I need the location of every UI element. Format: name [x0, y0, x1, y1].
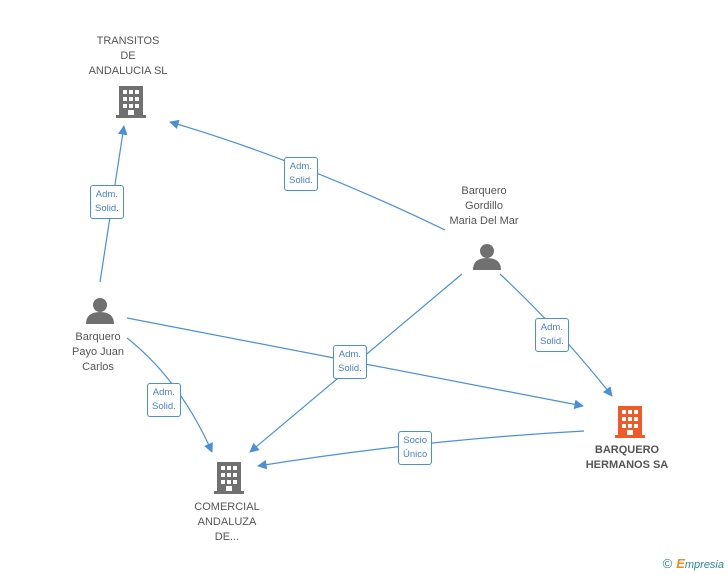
edge-label-line: Adm.	[95, 189, 118, 200]
node-label-barquero-hermanos[interactable]: BARQUERO HERMANOS SA	[577, 443, 677, 473]
node-label-line: Carlos	[82, 361, 114, 373]
node-label-line: Gordillo	[465, 200, 503, 212]
node-label-line: ANDALUCIA SL	[88, 65, 168, 77]
node-label-line: Maria Del Mar	[449, 215, 519, 227]
node-label-line: HERMANOS SA	[585, 459, 669, 471]
person-icon[interactable]	[86, 298, 114, 324]
brand-name: mpresia	[684, 559, 724, 571]
node-label-line: DE	[120, 50, 136, 62]
edge-label-line: Solid.	[152, 401, 176, 412]
edge-label-center: Adm. Solid.	[333, 345, 367, 379]
node-label-payo[interactable]: Barquero Payo Juan Carlos	[48, 330, 148, 375]
node-label-line: BARQUERO	[594, 444, 660, 456]
node-label-gordillo[interactable]: Barquero Gordillo Maria Del Mar	[434, 184, 534, 229]
edge-label-line: Solid.	[95, 203, 119, 214]
brand-initial: E	[676, 556, 685, 571]
edge-label-hermanos-comercial: Socio Único	[398, 431, 433, 465]
edge-label-gordillo-transitos: Adm. Solid.	[284, 157, 318, 191]
node-label-line: Barquero	[461, 185, 507, 197]
node-label-transitos[interactable]: TRANSITOS DE ANDALUCIA SL	[78, 34, 178, 79]
node-label-comercial[interactable]: COMERCIAL ANDALUZA DE...	[177, 500, 277, 545]
empresia-logo: ©Empresia	[663, 556, 724, 571]
node-label-line: DE...	[214, 531, 240, 543]
company-icon[interactable]	[214, 462, 244, 494]
company-icon[interactable]	[116, 86, 146, 118]
edge-label-line: Solid.	[289, 175, 313, 186]
edge-label-line: Único	[403, 449, 428, 460]
node-label-line: Payo Juan	[72, 346, 124, 358]
person-icon[interactable]	[473, 244, 501, 270]
copyright-icon: ©	[662, 556, 673, 571]
edge-label-line: Socio	[403, 435, 428, 446]
node-label-line: TRANSITOS	[96, 35, 160, 47]
edge-label-line: Adm.	[540, 322, 563, 333]
edge-label-line: Adm.	[152, 387, 175, 398]
edge-label-payo-comercial: Adm. Solid.	[147, 383, 181, 417]
edge-label-line: Adm.	[289, 161, 312, 172]
edge-label-line: Solid.	[540, 336, 564, 347]
company-icon[interactable]	[615, 406, 645, 438]
edge-label-payo-transitos: Adm. Solid.	[90, 185, 124, 219]
edge-label-line: Adm.	[338, 349, 361, 360]
node-label-line: Barquero	[75, 331, 121, 343]
edge-label-line: Solid.	[338, 363, 362, 374]
edge-label-gordillo-hermanos: Adm. Solid.	[535, 318, 569, 352]
node-label-line: ANDALUZA	[197, 516, 257, 528]
node-label-line: COMERCIAL	[194, 501, 260, 513]
